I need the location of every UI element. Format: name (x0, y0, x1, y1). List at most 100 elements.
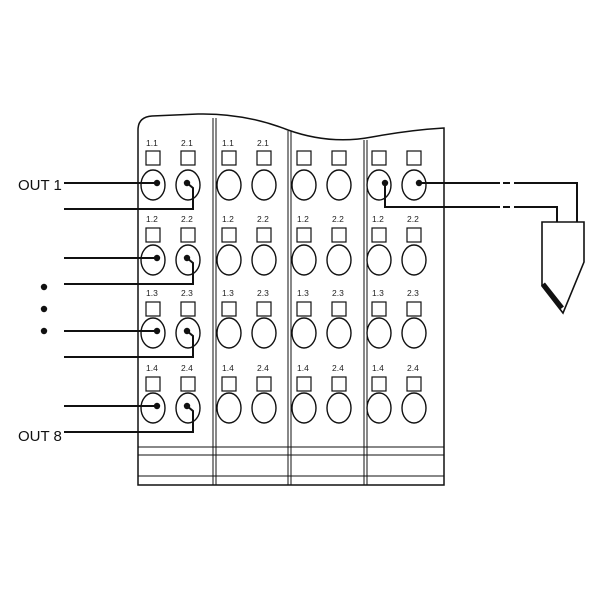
terminal-label: 1.2 (146, 214, 158, 224)
terminal-label: 2.4 (257, 363, 269, 373)
release-slot (221, 150, 237, 166)
release-slot (145, 227, 161, 243)
release-slot (406, 376, 422, 392)
cable-conductor (514, 182, 578, 222)
release-slot (331, 150, 347, 166)
release-slot (296, 150, 312, 166)
wire-lead (64, 182, 194, 210)
terminal-label: 2.3 (407, 288, 419, 298)
wire-lead (64, 405, 194, 433)
spring-clamp (216, 392, 242, 424)
terminal-label: 1.2 (297, 214, 309, 224)
spring-clamp (291, 392, 317, 424)
terminal-block-housing (137, 113, 445, 486)
spring-clamp (401, 169, 427, 201)
release-slot (406, 301, 422, 317)
terminal-label: 1.1 (146, 138, 158, 148)
spring-clamp (401, 244, 427, 276)
release-slot (296, 301, 312, 317)
release-slot (145, 376, 161, 392)
spring-clamp (401, 317, 427, 349)
wire-lead (64, 330, 194, 358)
terminal-label: 2.4 (407, 363, 419, 373)
terminal-label: 2.1 (257, 138, 269, 148)
spring-clamp (291, 244, 317, 276)
release-slot (180, 227, 196, 243)
terminal-label: 1.3 (372, 288, 384, 298)
wire-contact (183, 402, 191, 410)
wire-contact (183, 179, 191, 187)
wire-contact (153, 327, 161, 335)
spring-clamp (291, 169, 317, 201)
spring-clamp (216, 317, 242, 349)
release-slot (371, 376, 387, 392)
release-slot (221, 376, 237, 392)
sensor-probe-icon (541, 221, 585, 315)
spring-clamp (216, 169, 242, 201)
release-slot (331, 301, 347, 317)
terminal-label: 2.3 (332, 288, 344, 298)
release-slot (145, 150, 161, 166)
release-slot (180, 376, 196, 392)
ellipsis-dot (40, 305, 48, 313)
spring-clamp (140, 244, 166, 276)
terminal-label: 1.4 (372, 363, 384, 373)
release-slot (221, 227, 237, 243)
terminal-label: 2.3 (181, 288, 193, 298)
spring-clamp (326, 392, 352, 424)
out-1-label: OUT 1 (18, 177, 62, 194)
ellipsis-dot (40, 283, 48, 291)
wire-contact (153, 179, 161, 187)
out-8-label: OUT 8 (18, 428, 62, 445)
ellipsis-dots (40, 283, 48, 335)
release-slot (371, 301, 387, 317)
spring-clamp (140, 169, 166, 201)
terminal-label: 2.2 (332, 214, 344, 224)
spring-clamp (251, 392, 277, 424)
spring-clamp (366, 317, 392, 349)
release-slot (406, 227, 422, 243)
spring-clamp (251, 317, 277, 349)
housing-outline (137, 113, 445, 486)
spring-clamp (291, 317, 317, 349)
terminal-label: 1.2 (372, 214, 384, 224)
output-labels: OUT 1 OUT 8 (18, 177, 62, 445)
release-slot (256, 376, 272, 392)
wire-contact (153, 254, 161, 262)
spring-clamp (366, 244, 392, 276)
terminal-label: 2.4 (181, 363, 193, 373)
terminal-label: 1.1 (222, 138, 234, 148)
terminal-label: 2.2 (257, 214, 269, 224)
terminal-label: 1.3 (222, 288, 234, 298)
cable-conductor (514, 206, 558, 222)
release-slot (145, 301, 161, 317)
wiring (64, 179, 585, 433)
release-slot (296, 227, 312, 243)
release-slot (371, 150, 387, 166)
spring-clamp (326, 244, 352, 276)
terminal-label: 2.1 (181, 138, 193, 148)
release-slot (296, 376, 312, 392)
release-slot (180, 150, 196, 166)
terminal-label: 2.4 (332, 363, 344, 373)
spring-clamp (251, 244, 277, 276)
wire-contact (183, 327, 191, 335)
release-slot (221, 301, 237, 317)
release-slot (406, 150, 422, 166)
spring-clamp (326, 169, 352, 201)
ellipsis-dot (40, 327, 48, 335)
spring-clamp (216, 244, 242, 276)
cable-conductor (384, 183, 500, 208)
release-slot (371, 227, 387, 243)
spring-clamp (140, 392, 166, 424)
terminal-label: 1.4 (146, 363, 158, 373)
spring-clamp (326, 317, 352, 349)
wire-contact (183, 254, 191, 262)
spring-clamp (366, 392, 392, 424)
terminal-label: 1.4 (222, 363, 234, 373)
terminal-label: 1.4 (297, 363, 309, 373)
